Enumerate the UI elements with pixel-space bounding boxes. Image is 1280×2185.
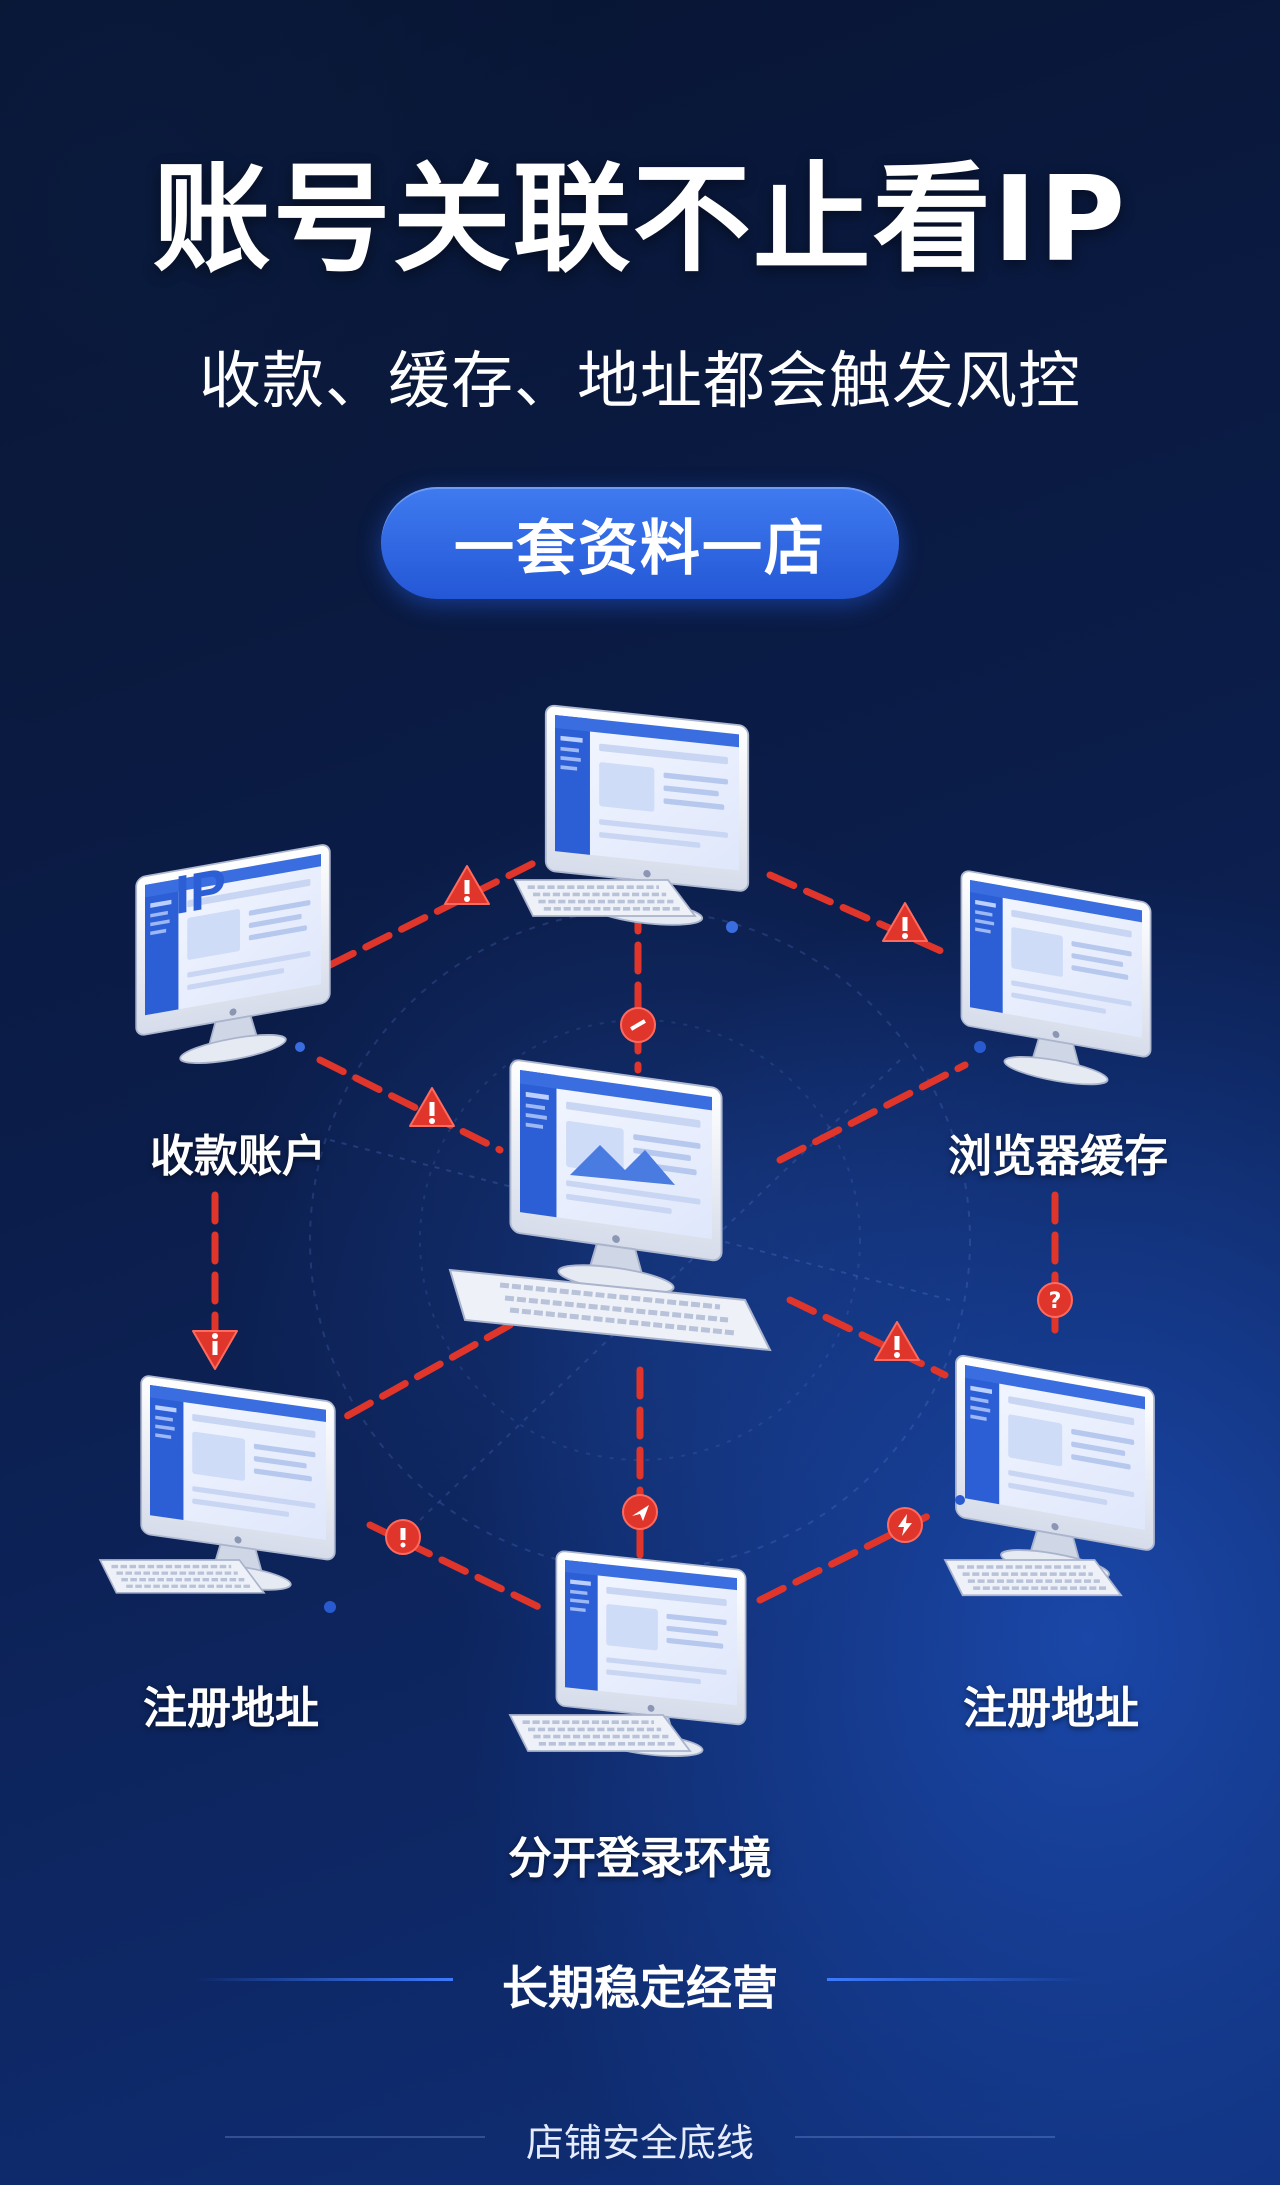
svg-text:?: ? [1049, 1289, 1062, 1314]
accent-dot [295, 1042, 305, 1052]
link-right-center [776, 1061, 969, 1164]
bottom-divider-right [795, 2136, 1055, 2138]
link-center-right [786, 1296, 949, 1379]
node-label-payment-account: 收款账户 [150, 1131, 326, 1182]
node-label-browser-cache: 浏览器缓存 [948, 1131, 1168, 1182]
monitor-left-top: IP [135, 842, 331, 1078]
accent-dot [974, 1041, 986, 1053]
accent-dot [955, 1495, 965, 1505]
laptop-center [448, 1058, 772, 1352]
monitor-right-bottom [943, 1353, 1155, 1597]
alert-circle-icon [385, 1519, 421, 1555]
footer-slogan: 长期稳定经营 [502, 1961, 778, 2015]
warning-down-icon [192, 1330, 238, 1370]
ip-screen-text: IP [175, 857, 226, 927]
send-arrow-icon [622, 1494, 658, 1530]
inner-ring [419, 1019, 861, 1461]
footer-tagline: 店铺安全底线 [525, 2121, 754, 2165]
link-top-left [326, 856, 544, 969]
link-left-bottom [366, 1521, 549, 1614]
accent-dot [324, 1601, 336, 1613]
footer-divider-right [827, 1978, 1085, 1981]
monitor-left-bottom [98, 1374, 336, 1602]
page-title: 账号关联不止看IP [152, 150, 1128, 288]
chart-mountain-icon [570, 1145, 675, 1185]
badge-pill: 一套资料一店 [381, 487, 899, 599]
page-subtitle: 收款、缓存、地址都会触发风控 [198, 344, 1081, 417]
footer-divider-left [195, 1978, 453, 1981]
accent-dot [726, 921, 738, 933]
link-left-center [316, 1056, 504, 1154]
lightning-icon [887, 1507, 923, 1543]
bottom-divider-left [225, 2136, 485, 2138]
node-label-separate-login: 分开登录环境 [508, 1833, 772, 1884]
link-center-left [336, 1321, 514, 1424]
badge-text: 一套资料一店 [454, 513, 826, 584]
node-label-register-address-right: 注册地址 [963, 1683, 1139, 1734]
minus-circle-icon [620, 1007, 656, 1043]
question-icon: ? [1037, 1282, 1073, 1318]
node-label-register-address-left: 注册地址 [143, 1683, 319, 1734]
